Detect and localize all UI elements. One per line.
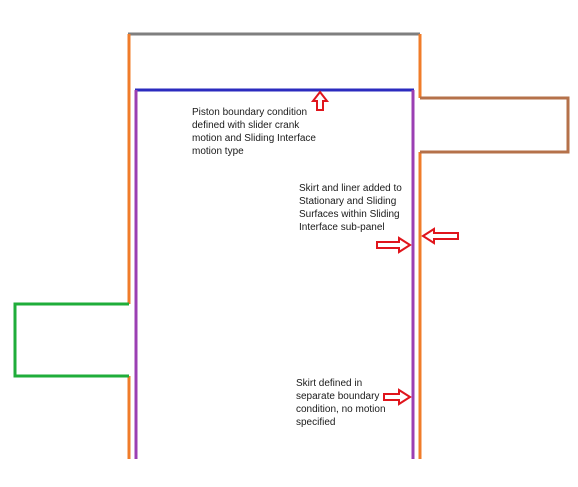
outlet-port [420, 96, 570, 154]
up-arrow-piston-top-icon [310, 90, 330, 111]
right-arrow-skirt-icon [376, 236, 412, 254]
annotation-piston-boundary: Piston boundary condition defined with s… [192, 107, 316, 157]
right-arrow-skirt-boundary-icon [383, 388, 412, 406]
left-arrow-liner-icon [421, 227, 459, 245]
inlet-port [13, 302, 129, 378]
annotation-skirt-liner: Skirt and liner added to Stationary and … [299, 183, 402, 233]
annotation-skirt-separate: Skirt defined in separate boundary condi… [296, 378, 386, 428]
